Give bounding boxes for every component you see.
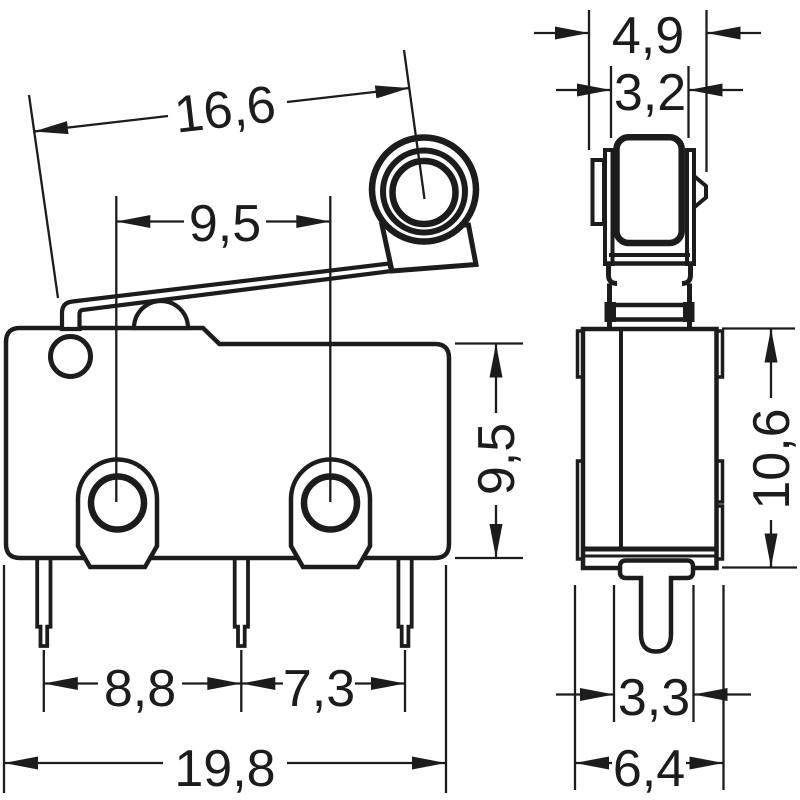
dim-side-body-height: 10,6 [722,327,800,569]
dim-pin-pitch-1: 8,8 [42,650,243,718]
front-mounting-hole-left [87,473,148,533]
dim-plunger-width: 3,3 [556,585,751,727]
dim-lever-length-arrow-right [374,85,410,99]
dim-overall-width: 19,8 [2,565,448,798]
dim-side-body-height-arrow-bottom [764,533,778,568]
dim-overall-depth-arrow-right [689,756,724,770]
front-pin-middle [232,557,250,648]
dim-lever-width-arrow-right [706,26,741,40]
dim-overall-depth: 6,4 [573,585,725,798]
front-lever-arm [59,261,395,332]
dim-hole-spacing-arrow-left [116,215,151,228]
front-plunger-dome [131,298,191,331]
dim-pin-pitch-2-label: 7,3 [283,660,355,718]
dim-hole-spacing-arrow-right [296,215,331,228]
dim-overall-width-arrow-right [412,756,446,770]
side-plunger-pin [617,558,696,654]
dim-lever-length-ext-right [402,49,426,200]
dim-overall-width-arrow-left [4,756,38,770]
side-spring-hook-right [681,266,693,286]
dim-front-body-height-arrow-top [489,343,503,378]
dim-lever-length-label: 16,6 [172,75,279,144]
dim-lever-width-label: 4,9 [612,7,684,65]
dim-plunger-width-arrow-right [693,688,728,701]
dim-lever-length-ext-left [27,94,60,299]
side-spring-hook-left [606,266,618,286]
side-view [575,134,725,654]
dim-side-body-height-arrow-top [764,328,778,363]
dim-overall-depth-arrow-left [575,756,609,770]
front-pin-left [35,557,53,648]
dim-front-body-height-label: 9,5 [468,423,526,495]
dim-roller-width-arrow-left [577,83,611,97]
dim-roller-width-label: 3,2 [614,64,686,122]
dim-roller-width: 3,2 [556,64,743,138]
side-pivot-block-right [683,302,695,322]
dim-lever-length-arrow-left [34,121,69,135]
dim-pin-pitch-1-arrow-left [43,677,78,690]
dimension-annotations: 16,6 9,5 9,5 [2,7,800,798]
dim-hole-spacing: 9,5 [115,195,332,502]
dim-plunger-width-arrow-left [580,688,614,701]
dim-pin-pitch-2-arrow-left [241,677,276,690]
dim-lever-length: 16,6 [27,49,426,299]
dim-overall-depth-label: 6,4 [613,740,685,798]
dim-roller-width-arrow-right [688,83,723,97]
side-pivot-block-left [604,302,616,322]
dim-pin-pitch-1-arrow-right [207,677,242,690]
front-pin-right [396,557,414,648]
dim-lever-width-arrow-left [555,26,589,40]
side-body-outline [580,326,719,571]
dim-hole-spacing-label: 9,5 [189,195,261,253]
dim-lever-width: 4,9 [534,7,761,172]
dim-side-body-height-label: 10,6 [743,408,800,509]
dim-pin-pitch-2: 7,3 [241,650,407,718]
dim-front-body-height: 9,5 [455,342,526,560]
dim-overall-width-label: 19,8 [174,740,275,798]
side-fork-plate-left [603,148,615,266]
dim-pin-pitch-1-label: 8,8 [104,660,176,718]
side-roller [613,134,685,247]
front-pivot-hole [48,334,93,379]
side-lever-tab-left [590,158,606,226]
side-lever-tab-right [692,171,708,212]
dim-pin-pitch-2-arrow-right [371,677,405,690]
dim-plunger-width-label: 3,3 [618,669,690,727]
dim-front-body-height-arrow-bottom [489,524,503,558]
